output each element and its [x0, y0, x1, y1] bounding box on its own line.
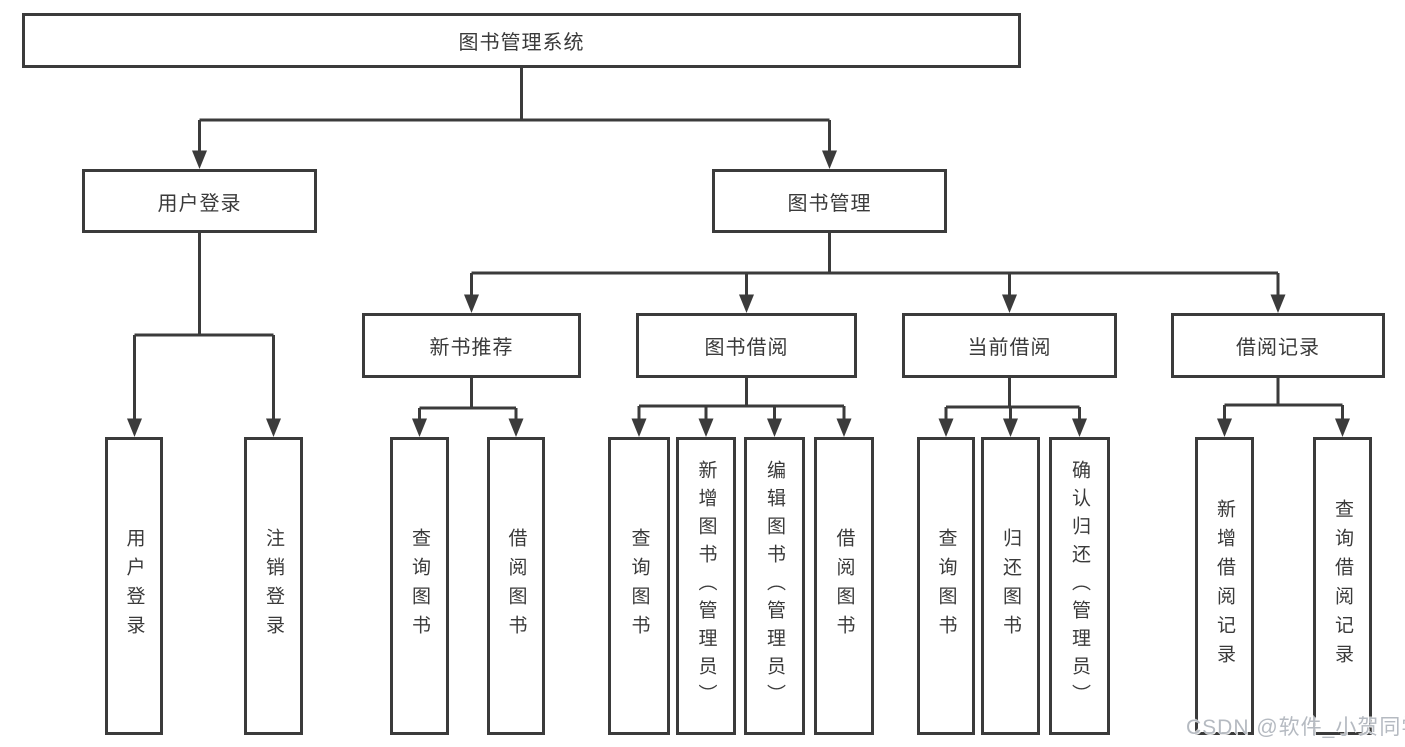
leaf-current-query-book: 查询图书 [917, 437, 975, 735]
arrowhead [1335, 418, 1350, 437]
connector-currentborrow-to-leaves [944, 378, 1081, 420]
leaf-borrow-book: 借阅图书 [814, 437, 874, 735]
arrowhead [836, 418, 852, 437]
connector-bookmgmt-to-level2 [470, 233, 1280, 296]
leaf-confirm-return-admin: 确认归还（管理员） [1049, 437, 1110, 735]
leaf-recommend-query-book: 查询图书 [390, 437, 449, 735]
arrowhead [464, 294, 479, 313]
node-borrow-record: 借阅记录 [1171, 313, 1385, 378]
node-book-borrow: 图书借阅 [636, 313, 857, 378]
arrowhead [1003, 418, 1018, 437]
leaf-query-borrow-record: 查询借阅记录 [1313, 437, 1372, 735]
arrowheads [127, 150, 1350, 437]
arrowhead [739, 294, 754, 313]
csdn-watermark: CSDN @软件_小贺同学 [1186, 716, 1405, 739]
leaf-user-login: 用户登录 [105, 437, 163, 735]
node-current-borrow: 当前借阅 [902, 313, 1117, 378]
arrowhead [266, 418, 281, 437]
arrowhead [508, 418, 524, 437]
connector-userlogin-to-leaves [133, 233, 275, 420]
connector-bookborrow-to-leaves [637, 378, 846, 420]
arrowhead [698, 418, 714, 437]
connector-newbookrec-to-leaves [418, 378, 518, 420]
node-book-management: 图书管理 [712, 169, 947, 233]
node-library-system: 图书管理系统 [22, 13, 1021, 68]
arrowhead [1217, 418, 1232, 437]
arrowhead [127, 418, 142, 437]
arrowhead [1270, 294, 1286, 313]
connector-borrowrecord-to-leaves [1223, 378, 1344, 420]
leaf-borrow-query-book: 查询图书 [608, 437, 670, 735]
leaf-recommend-borrow-book: 借阅图书 [487, 437, 545, 735]
leaf-return-book: 归还图书 [981, 437, 1040, 735]
arrowhead [412, 418, 427, 437]
arrowhead [767, 418, 782, 437]
node-new-book-recommend: 新书推荐 [362, 313, 581, 378]
leaf-edit-book-admin: 编辑图书（管理员） [744, 437, 805, 735]
arrowhead [1002, 294, 1017, 313]
leaf-add-book-admin: 新增图书（管理员） [676, 437, 736, 735]
leaf-add-borrow-record: 新增借阅记录 [1195, 437, 1254, 735]
arrowhead [822, 150, 837, 169]
connector-root-to-level1 [198, 68, 831, 152]
arrowhead [938, 418, 954, 437]
node-user-login: 用户登录 [82, 169, 317, 233]
arrowhead [192, 150, 207, 169]
arrowhead [1072, 418, 1087, 437]
leaf-logout: 注销登录 [244, 437, 303, 735]
arrowhead [631, 418, 647, 437]
